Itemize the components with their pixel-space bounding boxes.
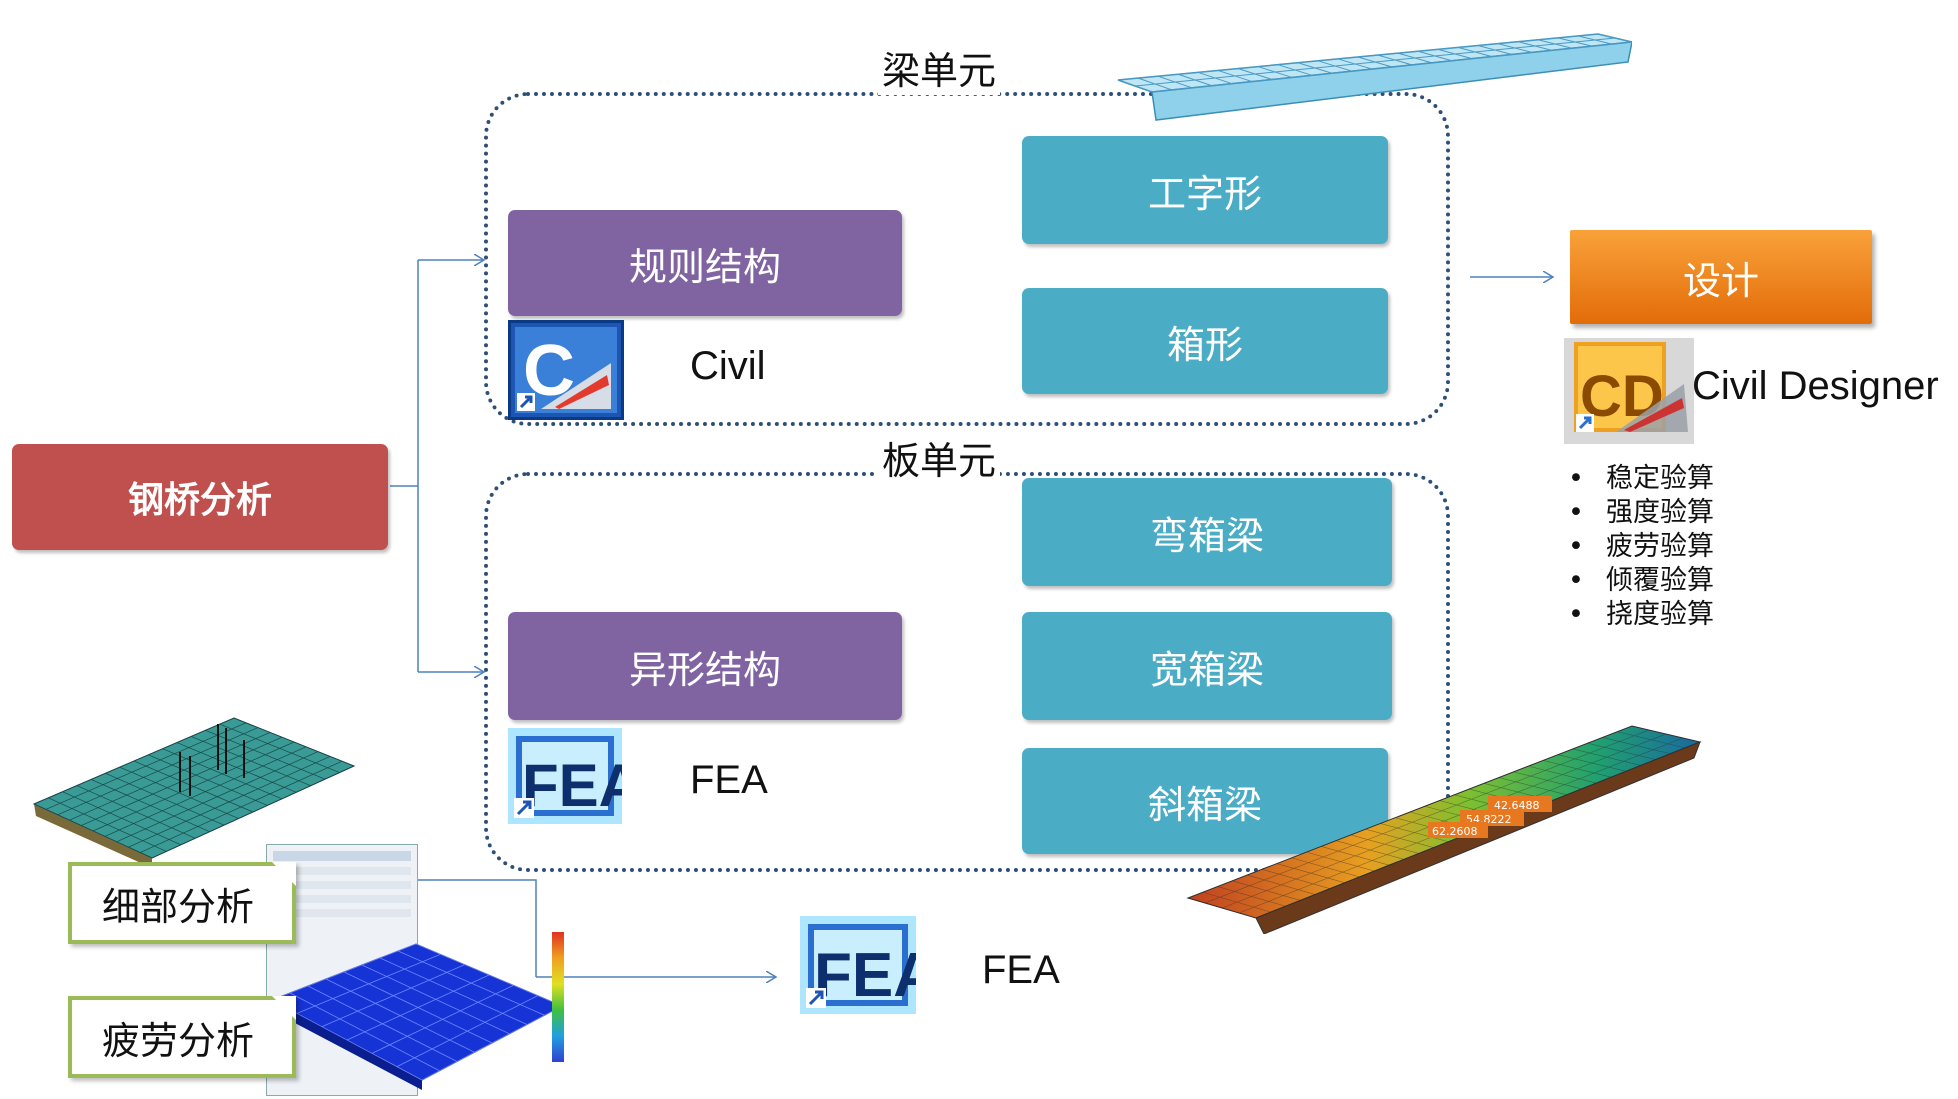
beam-bridge-model-image (1117, 33, 1632, 121)
fatigue-analysis-label: 疲劳分析 (68, 996, 296, 1078)
svg-text:FEA: FEA (814, 941, 916, 1010)
midas-fea-icon: FEA (508, 728, 642, 824)
midas-civil-icon: C (508, 320, 624, 420)
fea-software-label: FEA (690, 758, 768, 802)
irregular-structure-box: 异形结构 (508, 612, 902, 720)
plate-element-label: 板单元 (878, 430, 1001, 485)
civil-software-label: Civil (690, 344, 766, 388)
contour-value-label: 62.2608 (1432, 825, 1478, 838)
civil-designer-icon: CD (1564, 338, 1694, 444)
design-box: 设计 (1570, 230, 1872, 324)
skew-box-girder-box: 斜箱梁 (1022, 748, 1388, 854)
fea-detail-software-label: FEA (982, 948, 1060, 992)
curved-box-girder-box: 弯箱梁 (1022, 478, 1392, 586)
i-section-box: 工字形 (1022, 136, 1388, 244)
check-item: 倾覆验算 (1568, 564, 1714, 598)
fatigue-mesh-model-image (270, 943, 564, 1090)
check-item: 疲劳验算 (1568, 530, 1714, 564)
svg-text:FEA: FEA (522, 752, 622, 819)
beam-element-label: 梁单元 (878, 40, 1001, 95)
check-item: 稳定验算 (1568, 462, 1714, 496)
box-section-box: 箱形 (1022, 288, 1388, 394)
contour-legend-image (552, 932, 600, 1062)
wide-box-girder-box: 宽箱梁 (1022, 612, 1392, 720)
deck-mesh-model-image (32, 717, 356, 862)
civil-designer-label: Civil Designer (1692, 364, 1939, 408)
check-item: 挠度验算 (1568, 598, 1714, 632)
design-checks-list: 稳定验算 强度验算 疲劳验算 倾覆验算 挠度验算 (1568, 462, 1714, 632)
detail-analysis-label: 细部分析 (68, 862, 296, 944)
midas-fea-detail-icon: FEA (800, 916, 938, 1014)
plate-bridge-contour-image: 42.6488 54.8222 62.2608 (1186, 725, 1702, 934)
steel-bridge-analysis-box: 钢桥分析 (12, 444, 388, 550)
regular-structure-box: 规则结构 (508, 210, 902, 316)
contour-value-label: 42.6488 (1494, 799, 1540, 812)
check-item: 强度验算 (1568, 496, 1714, 530)
